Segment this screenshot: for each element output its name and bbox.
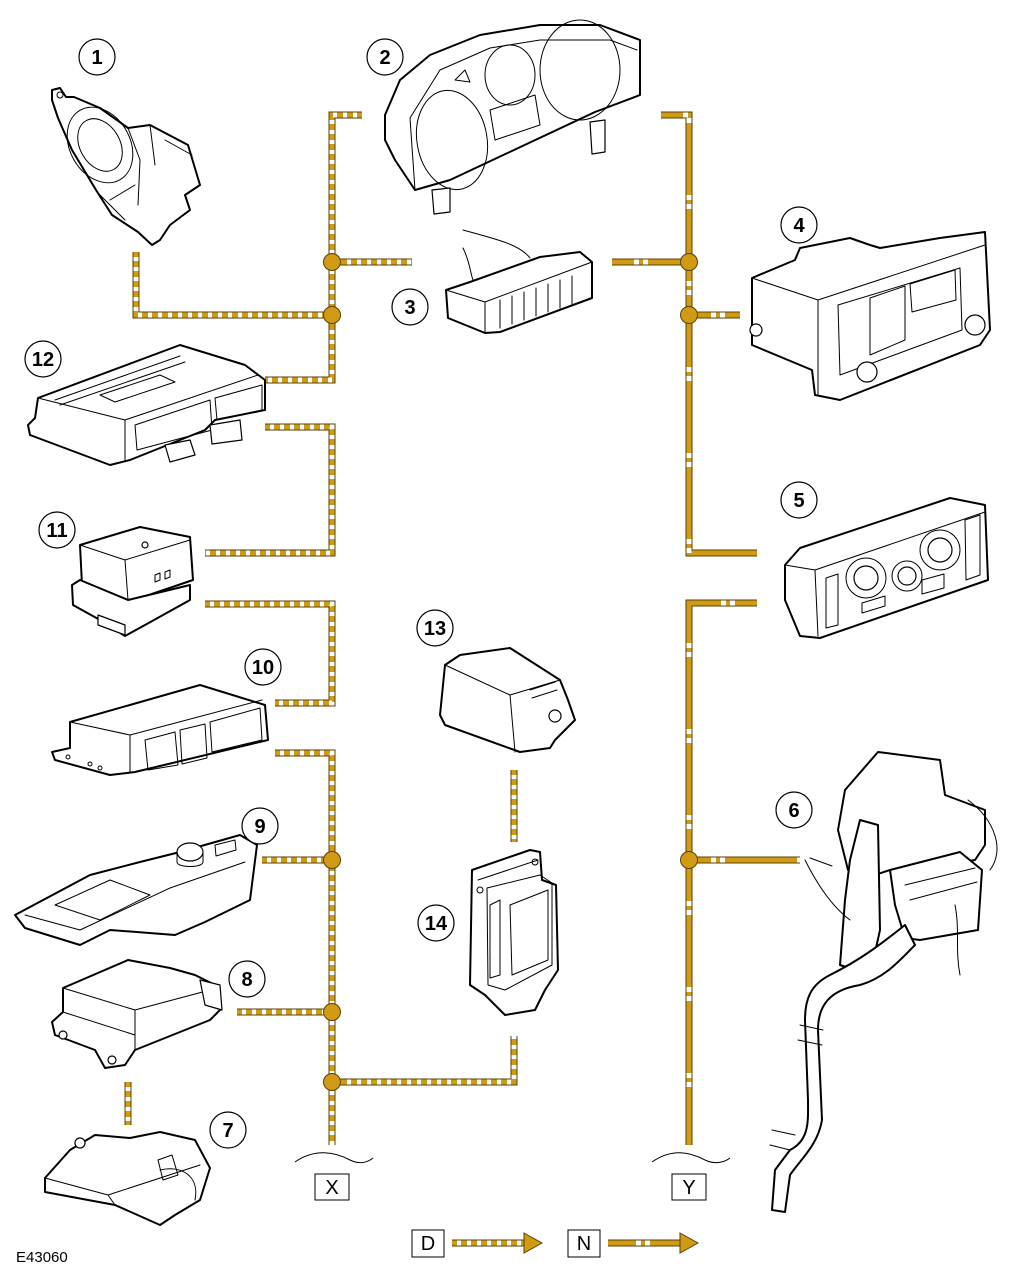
bus-y-break-symbol <box>651 1152 731 1164</box>
component-10-control-module <box>51 684 269 776</box>
component-12-central-junction-box <box>27 344 266 466</box>
bus-y-segment-2-5 <box>661 111 757 557</box>
callout-13-label: 13 <box>424 618 446 640</box>
component-5-climate-control <box>784 497 989 639</box>
callout-12: 12 <box>24 340 62 378</box>
bus-x-node-3 <box>323 253 341 271</box>
callout-12-label: 12 <box>32 349 54 371</box>
bus-x-segment-12-11 <box>205 423 336 557</box>
callout-10: 10 <box>244 648 282 686</box>
callout-5: 5 <box>780 481 818 519</box>
legend-item-n: N <box>567 1229 700 1258</box>
legend-key-d: D <box>421 1233 435 1255</box>
bus-x-break-symbol <box>294 1152 374 1164</box>
bus-x-segment-11-10 <box>205 600 336 707</box>
callout-14-label: 14 <box>425 913 448 935</box>
component-8-restraints-module <box>51 959 223 1069</box>
component-2-instrument-cluster <box>384 19 641 215</box>
callout-8: 8 <box>228 960 266 998</box>
callout-4-label: 4 <box>793 215 805 237</box>
bus-label-x: X <box>314 1173 350 1201</box>
component-14-yaw-sensor <box>469 849 559 1016</box>
callout-11: 11 <box>38 511 76 549</box>
callout-2-label: 2 <box>379 47 390 69</box>
callout-1: 1 <box>78 38 116 76</box>
legend-item-d: D <box>411 1229 544 1258</box>
bus-x-segment-2-12 <box>265 111 362 384</box>
figure-reference: E43060 <box>16 1249 68 1266</box>
bus-label-x-text: X <box>325 1177 338 1199</box>
bus-label-y: Y <box>671 1173 707 1201</box>
bus-x-node-9 <box>323 851 341 869</box>
component-1-steering-angle-sensor <box>51 87 201 246</box>
legend-arrow-d <box>452 1232 544 1254</box>
callout-1-label: 1 <box>91 47 102 69</box>
legend-arrow-n-head <box>679 1232 700 1254</box>
callout-8-label: 8 <box>241 969 252 991</box>
bus-label-y-text: Y <box>682 1177 695 1199</box>
bus-y-node-3 <box>680 253 698 271</box>
component-7-module <box>44 1131 211 1226</box>
bus-x-node-14 <box>323 1073 341 1091</box>
callout-3: 3 <box>391 288 429 326</box>
component-9-transmission-selector <box>14 834 258 946</box>
callout-10-label: 10 <box>252 657 274 679</box>
callout-5-label: 5 <box>793 490 804 512</box>
callout-7-label: 7 <box>222 1120 233 1142</box>
callout-9: 9 <box>241 807 279 845</box>
callout-7: 7 <box>209 1111 247 1149</box>
callout-13: 13 <box>416 609 454 647</box>
component-13-sensor-module <box>439 647 576 753</box>
bus-x-node-8 <box>323 1003 341 1021</box>
callout-4: 4 <box>780 206 818 244</box>
bus-x-branch-1 <box>132 252 332 319</box>
legend-arrow-d-head <box>523 1232 544 1254</box>
component-11-switch <box>71 526 194 637</box>
bus-x-branch-14 <box>332 1036 518 1086</box>
callout-6-label: 6 <box>788 800 799 822</box>
callout-9-label: 9 <box>254 816 265 838</box>
component-3-diagnostic-connector <box>445 229 593 334</box>
callout-6: 6 <box>775 791 813 829</box>
callout-2: 2 <box>366 38 404 76</box>
callout-14: 14 <box>417 904 455 942</box>
bus-layer <box>124 111 800 1145</box>
bus-x-node-1 <box>323 306 341 324</box>
callout-3-label: 3 <box>404 297 415 319</box>
legend-arrow-n <box>608 1232 700 1254</box>
bus-y-trunk <box>685 599 757 1145</box>
bus-y-node-6 <box>680 851 698 869</box>
legend: D N <box>411 1229 700 1258</box>
legend-key-n: N <box>577 1233 591 1255</box>
component-4-audio-unit <box>749 231 991 401</box>
component-6-fuel-fired-heater <box>769 751 998 1213</box>
bus-y-node-4 <box>680 306 698 324</box>
bus-x-trunk <box>275 749 336 1145</box>
callout-11-label: 11 <box>46 520 67 542</box>
